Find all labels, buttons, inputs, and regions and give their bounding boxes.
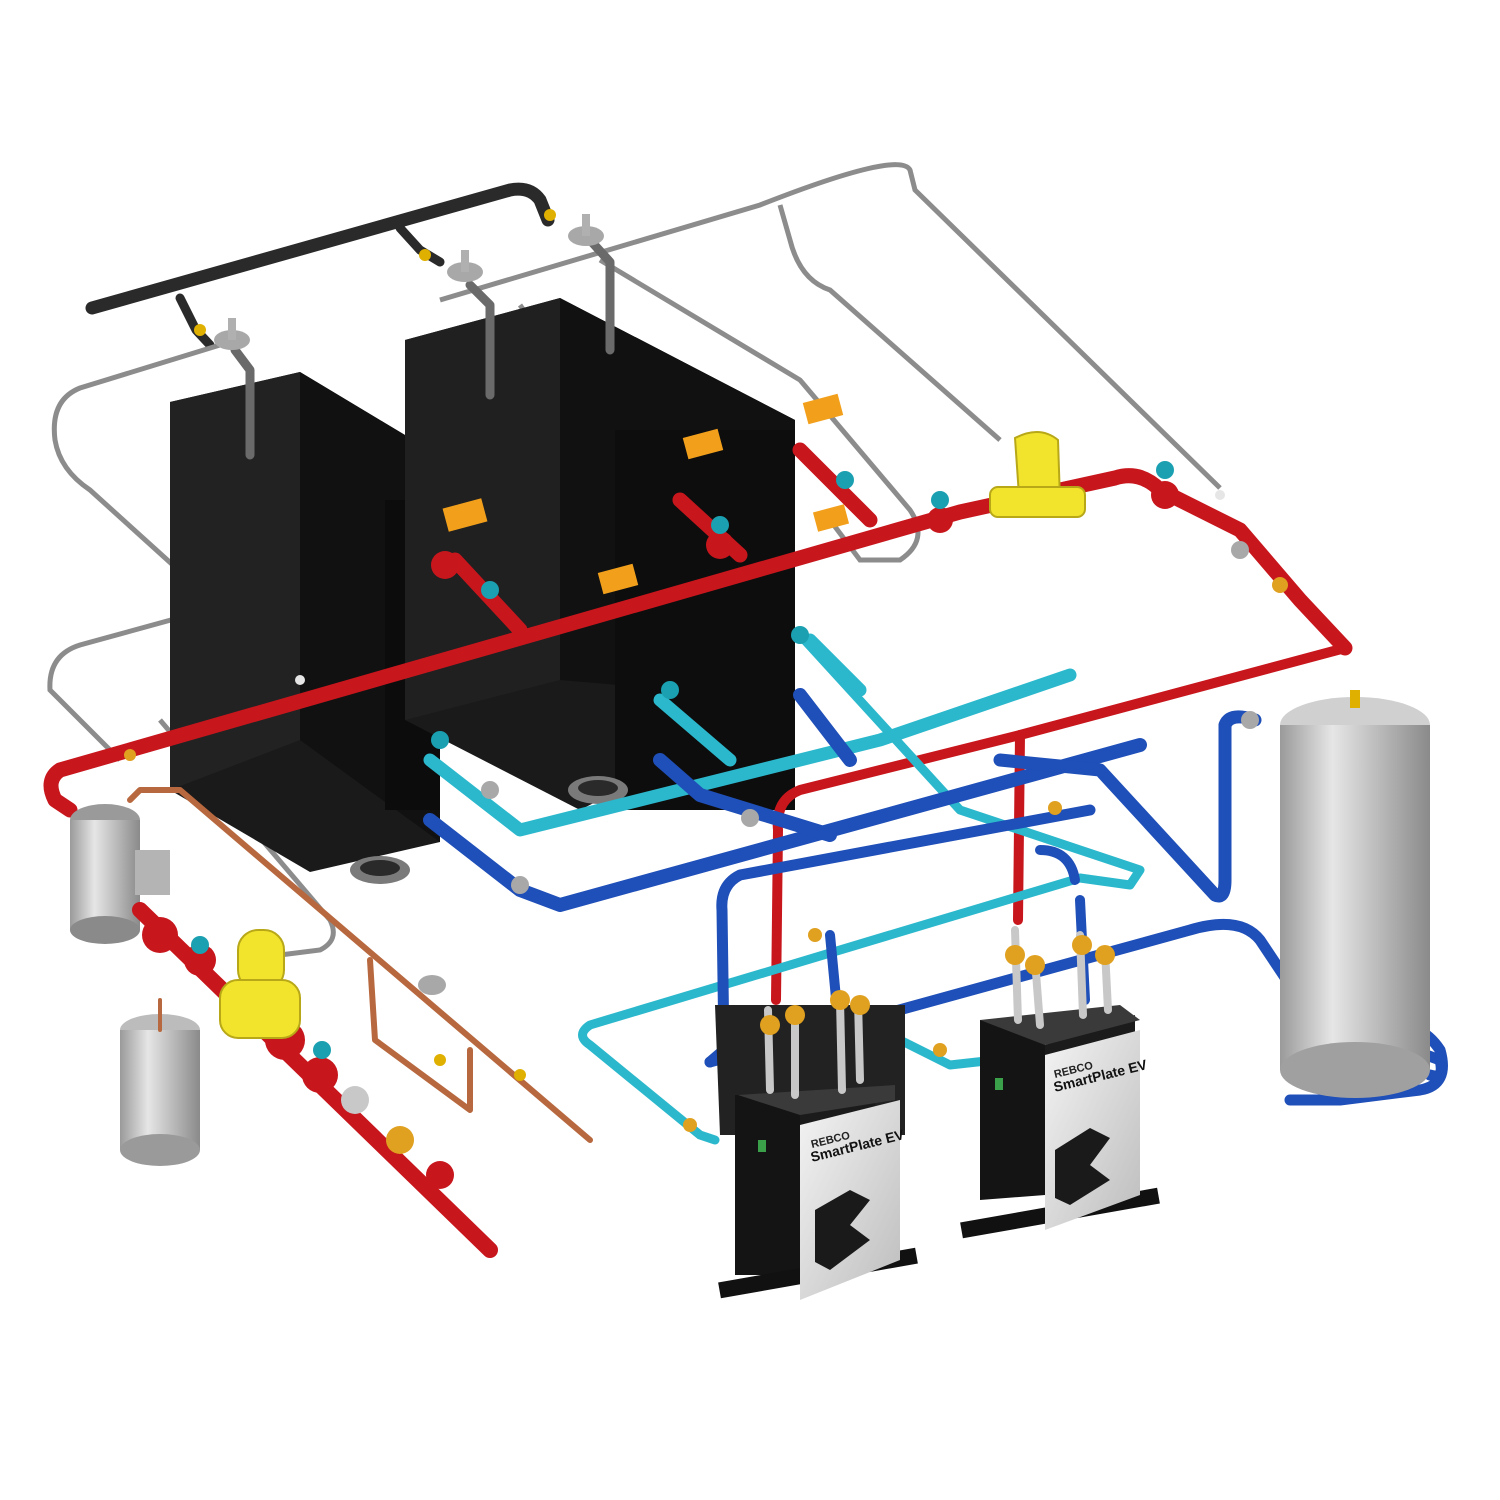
actuator-icon: [802, 393, 844, 425]
heat-exchanger-unit-1: REBCO SmartPlate EV: [715, 990, 918, 1300]
valve-handle-icon: [1156, 461, 1174, 479]
separator-flange: [135, 850, 170, 895]
ball-valve-icon: [1048, 801, 1062, 815]
ball-valve-icon: [760, 1015, 780, 1035]
flange: [431, 551, 459, 579]
buffer-tank: [1280, 690, 1430, 1098]
check-valve: [341, 1086, 369, 1114]
return-loop-pipe: [423, 688, 1448, 1106]
ball-valve-icon: [1072, 935, 1092, 955]
boiler-left: [170, 372, 440, 884]
ball-valve-icon: [514, 1069, 526, 1081]
vent-fitting: [1215, 490, 1225, 500]
actuator-icon: [812, 504, 850, 532]
ball-valve-icon: [785, 1005, 805, 1025]
gas-regulators: [194, 209, 615, 460]
actuator-icon: [597, 563, 639, 595]
flange: [927, 507, 953, 533]
ball-valve-icon: [808, 928, 822, 942]
valve-handle-icon: [191, 936, 209, 954]
pressure-reducing-valve: [418, 975, 446, 995]
valve-handle-icon: [836, 471, 854, 489]
valve-handle-icon: [711, 516, 729, 534]
strainer: [1231, 541, 1249, 559]
flange: [142, 917, 178, 953]
strainer: [741, 809, 759, 827]
circulator-pump-main: [989, 431, 1086, 518]
ball-valve-icon: [434, 1054, 446, 1066]
circulator-pump-system: [219, 929, 301, 1039]
air-vent-icon: [1350, 690, 1360, 708]
stylized-e-logo-icon: [1055, 1128, 1110, 1205]
valve-handle-icon: [481, 581, 499, 599]
heat-exchanger-unit-2: REBCO SmartPlate EV: [960, 926, 1160, 1239]
strainer: [481, 781, 499, 799]
strainer: [511, 876, 529, 894]
valve-handle-icon: [313, 1041, 331, 1059]
ball-valve-icon: [1095, 945, 1115, 965]
ball-valve-icon: [124, 749, 136, 761]
actuator-icon: [682, 428, 724, 460]
valve-handle-icon: [661, 681, 679, 699]
copper-makeup-water-pipe: [127, 787, 593, 1143]
ball-valve-icon: [1005, 945, 1025, 965]
gas-valve-icon: [419, 249, 431, 261]
ball-valve-icon: [830, 990, 850, 1010]
isolation-valves: [124, 461, 1288, 1132]
flange: [302, 1057, 338, 1093]
gas-valve-icon: [194, 324, 206, 336]
ball-valve-icon: [683, 1118, 697, 1132]
flange: [426, 1161, 454, 1189]
valve-handle-icon: [431, 731, 449, 749]
actuator-icon: [442, 498, 488, 532]
status-light: [995, 1078, 1003, 1090]
ball-valve-icon: [1025, 955, 1045, 975]
motorized-valve-actuators: [442, 393, 850, 595]
stylized-e-logo-icon: [815, 1190, 870, 1270]
flange: [1151, 481, 1179, 509]
ball-valve-icon: [850, 995, 870, 1015]
ball-valve-icon: [933, 1043, 947, 1057]
flange: [706, 531, 734, 559]
valve-handle-icon: [931, 491, 949, 509]
valve-handle-icon: [791, 626, 809, 644]
gas-valve-icon: [544, 209, 556, 221]
strainer: [1241, 711, 1259, 729]
ball-valve-icon: [1272, 577, 1288, 593]
secondary-loop-pipe: [423, 630, 1145, 1145]
ball-valve-icon: [386, 1126, 414, 1154]
expansion-tank-small: [120, 998, 200, 1166]
status-light: [758, 1140, 766, 1152]
air-dirt-separator: [70, 804, 170, 944]
vent-fitting: [295, 675, 305, 685]
flange: [184, 944, 216, 976]
